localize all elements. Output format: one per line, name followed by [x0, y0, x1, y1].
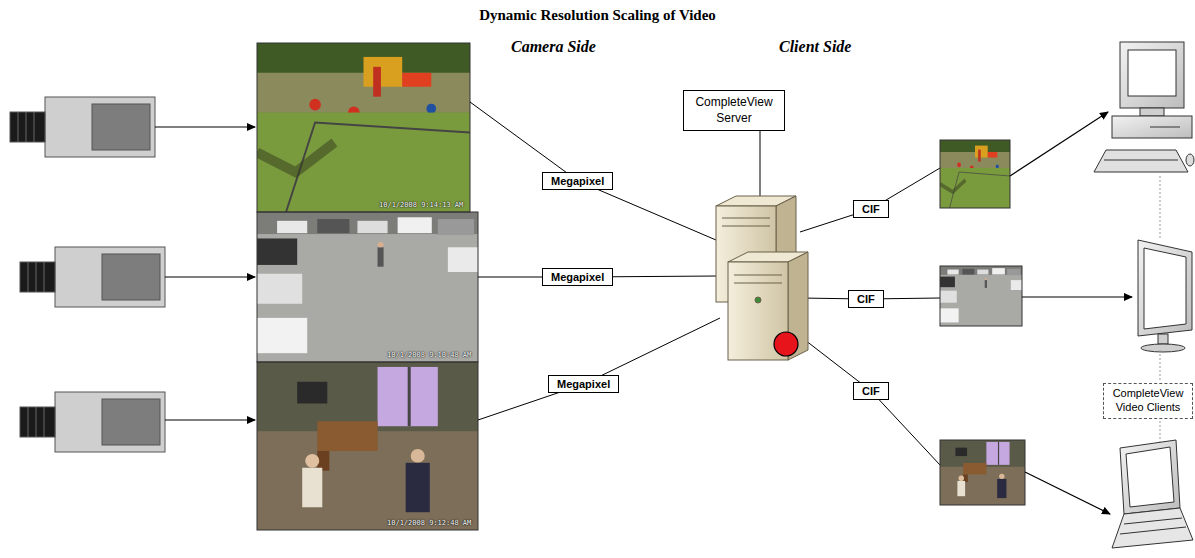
resolution-tag: CIF: [853, 382, 889, 400]
image-frame: [257, 43, 470, 212]
desktop-computer: [1094, 42, 1194, 172]
timestamp: 10/1/2008 9:12:48 AM: [387, 519, 471, 527]
camera-image: [257, 43, 470, 212]
server-label-box: CompleteView Server: [683, 90, 785, 131]
box-text: CompleteView Video Clients: [1108, 387, 1188, 415]
timestamp: 10/1/2008 9:14:13 AM: [379, 201, 463, 209]
camera-image: [257, 212, 478, 362]
box-text: CIF: [857, 293, 875, 305]
monitor: [1138, 240, 1192, 352]
thumbnail-image: [940, 266, 1022, 326]
box-text: CompleteView Server: [690, 95, 778, 126]
camera: [20, 392, 165, 452]
image-frame: [257, 212, 478, 362]
resolution-tag: Megapixel: [548, 375, 619, 393]
camera: [10, 97, 155, 157]
box-text: Megapixel: [557, 378, 610, 390]
laptop: [1112, 440, 1193, 548]
section-heading: Camera Side: [511, 38, 596, 56]
camera-image: [257, 362, 478, 530]
thumbnail-image: [940, 140, 1010, 208]
camera: [20, 247, 165, 307]
server-icon: [716, 196, 808, 360]
box-text: Megapixel: [551, 175, 604, 187]
thumbnail-image: [940, 440, 1025, 505]
image-frame: [257, 362, 478, 530]
image-frame: [940, 266, 1022, 326]
feed-arrow: [155, 127, 255, 420]
image-frame: [940, 440, 1025, 505]
timestamp: 10/1/2008 9:10:48 AM: [387, 351, 471, 359]
client-group-box: CompleteView Video Clients: [1103, 383, 1193, 419]
diagram-title: Dynamic Resolution Scaling of Video: [0, 7, 1195, 24]
resolution-tag: CIF: [853, 200, 889, 218]
box-text: CIF: [862, 385, 880, 397]
status-dot: [774, 332, 798, 356]
resolution-tag: Megapixel: [542, 268, 613, 286]
box-text: CIF: [862, 203, 880, 215]
image-frame: [940, 140, 1010, 208]
box-text: Megapixel: [551, 271, 604, 283]
stream-line: [470, 102, 940, 465]
resolution-tag: Megapixel: [542, 172, 613, 190]
resolution-tag: CIF: [848, 290, 884, 308]
section-heading: Client Side: [779, 38, 851, 56]
